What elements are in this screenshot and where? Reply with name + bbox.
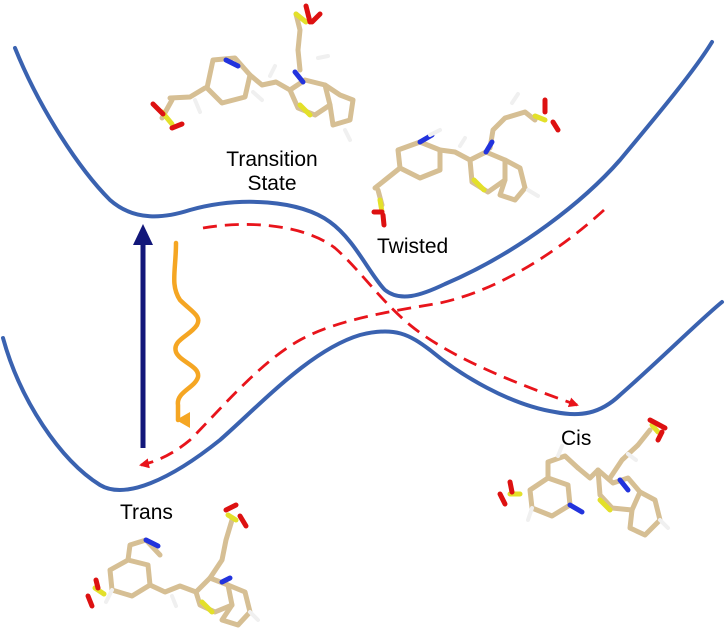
pathway-to-cis-arrow [202, 223, 579, 408]
cis-label: Cis [561, 427, 592, 450]
transition-state-molecule [150, 3, 356, 142]
pathway-to-trans-arrow [139, 208, 605, 469]
cis-molecule [497, 417, 670, 538]
transition-state-label-line2: State [247, 172, 297, 195]
trans-molecule [85, 502, 260, 628]
trans-label: Trans [120, 501, 173, 524]
transition-state-label: Transition State [197, 148, 347, 196]
transition-state-label-line1: Transition [226, 148, 318, 171]
twisted-molecule [371, 92, 561, 228]
excited-state-curve [13, 40, 714, 299]
twisted-label: Twisted [377, 235, 449, 258]
emission-wavy-arrow [172, 240, 201, 428]
absorption-arrow [133, 224, 153, 448]
ground-state-curve [1, 300, 724, 492]
